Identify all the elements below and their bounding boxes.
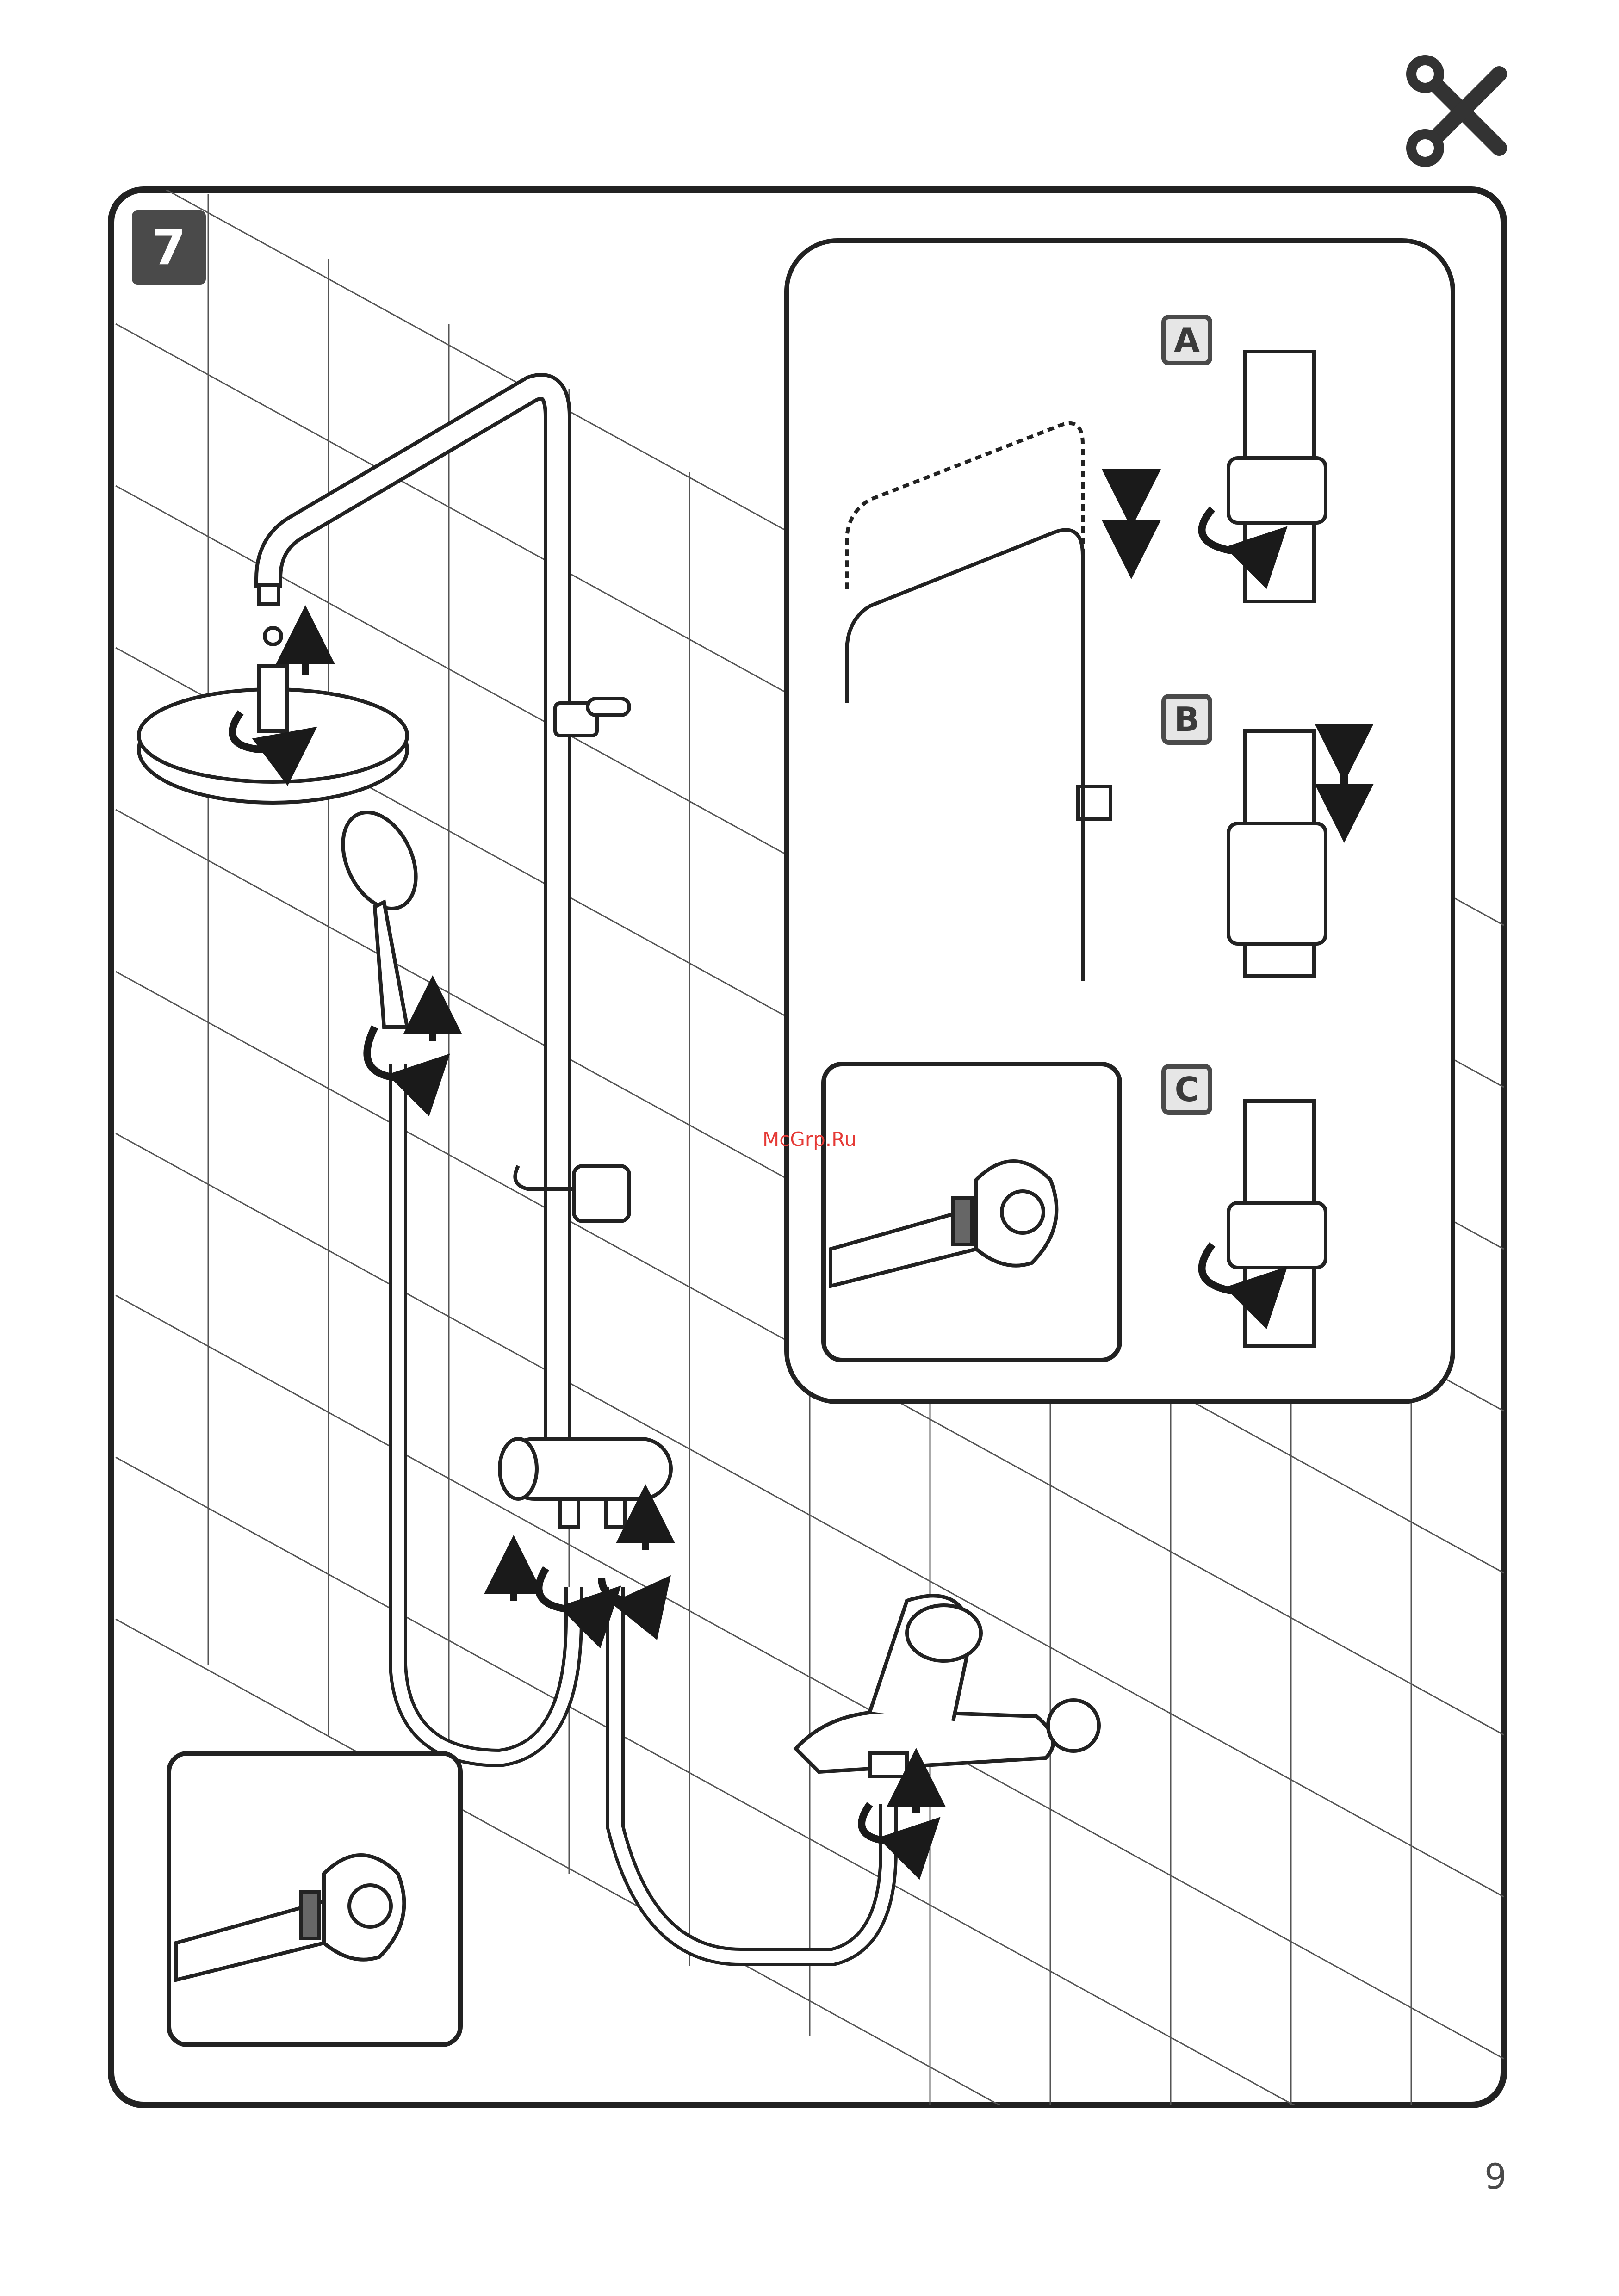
clamp-detail-c bbox=[1228, 1101, 1326, 1346]
variant-label-c: C bbox=[1161, 1064, 1212, 1115]
tools-icon bbox=[1411, 60, 1499, 162]
variant-label-b: B bbox=[1161, 694, 1212, 745]
clamp-detail-b bbox=[1228, 731, 1326, 976]
rain-shower-head bbox=[139, 628, 407, 803]
watermark: McGrp.Ru bbox=[763, 1128, 856, 1151]
step-number: 7 bbox=[132, 210, 206, 285]
bath-mixer bbox=[796, 1596, 1099, 1776]
clamp-detail-a bbox=[1228, 352, 1326, 601]
page-number: 9 bbox=[1484, 2156, 1507, 2197]
shower-column bbox=[259, 387, 629, 1480]
variant-label-a: A bbox=[1161, 315, 1212, 365]
hand-shower bbox=[329, 801, 430, 1027]
detail-panel bbox=[787, 241, 1453, 1402]
wrench-inset bbox=[169, 1753, 460, 2045]
